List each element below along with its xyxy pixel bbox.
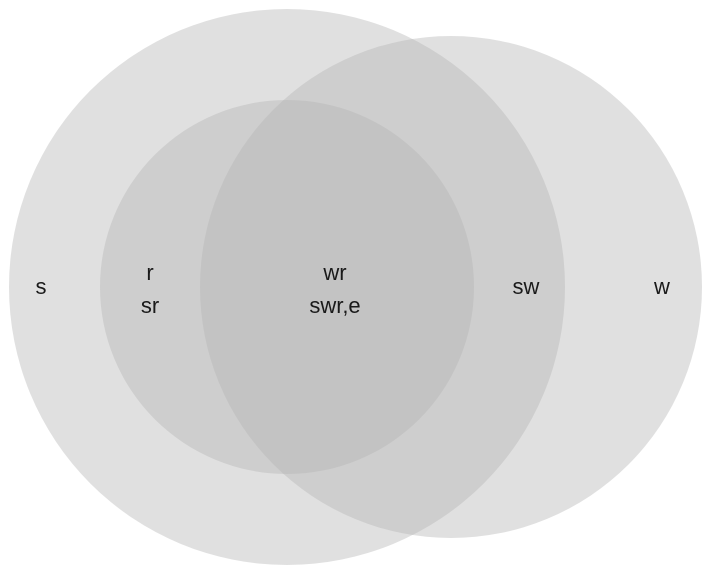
region-label-w: w <box>653 274 670 299</box>
region-label-r: r <box>146 260 153 285</box>
region-label-swr-e: swr,e <box>309 293 360 318</box>
region-label-sw: sw <box>513 274 540 299</box>
set-w-circle <box>200 36 702 538</box>
set-r-circle <box>100 100 474 474</box>
region-label-sr: sr <box>141 293 159 318</box>
region-label-s: s <box>36 274 47 299</box>
region-label-wr: wr <box>322 260 346 285</box>
set-s-circle <box>9 9 565 565</box>
